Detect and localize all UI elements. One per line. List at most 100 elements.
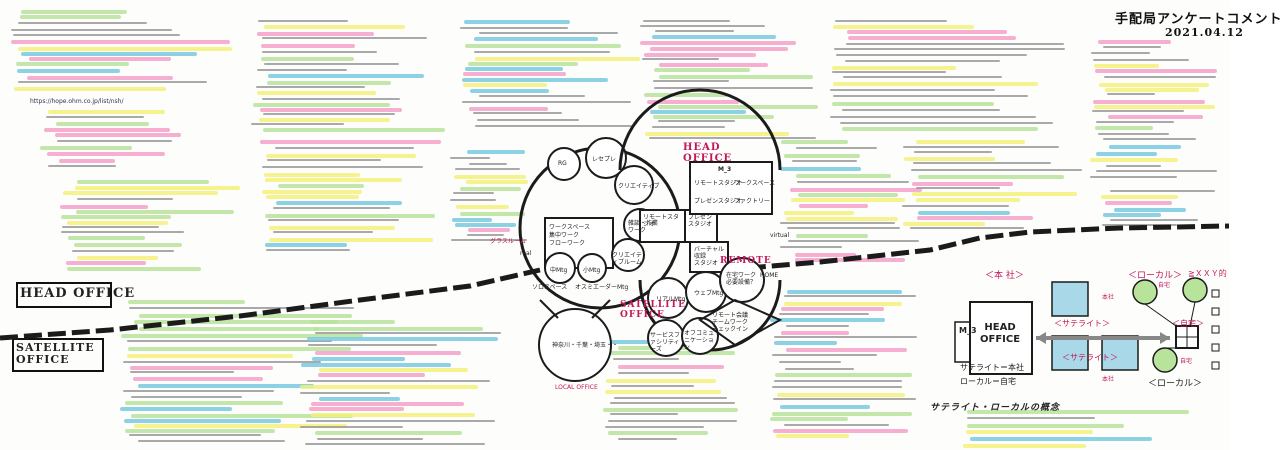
real-label: real: [520, 250, 532, 257]
note-line: [799, 204, 868, 208]
note-line: [120, 407, 232, 411]
note-line: [618, 372, 689, 374]
note-line: [48, 110, 165, 114]
rg-label: RG: [558, 160, 567, 167]
local-top-extra-label: ≧ＸＸＹ的: [1188, 269, 1227, 278]
note-line: [479, 95, 585, 97]
note-line: [1110, 190, 1215, 192]
note-line: [300, 392, 390, 394]
note-line: [774, 336, 917, 338]
note-line: [452, 218, 492, 222]
rg-circle: [547, 147, 581, 181]
head-office-arc: [618, 88, 782, 171]
note-line: [470, 89, 549, 93]
scanned-document: 手配局アンケートコメント 2021.04.12 https://hope.ohm…: [0, 10, 1282, 448]
note-line: [138, 384, 314, 388]
note-line: [833, 95, 1028, 97]
note-line: [911, 169, 1082, 171]
note-line: [772, 386, 902, 388]
note-line: [848, 36, 1016, 40]
note-line: [124, 419, 281, 423]
note-line: [251, 123, 344, 125]
note-line: [1094, 64, 1159, 68]
note-line: [659, 75, 813, 79]
note-line: [970, 437, 1152, 441]
note-line: [465, 44, 621, 48]
note-line: [66, 261, 146, 265]
note-line: [47, 152, 165, 156]
home-diamond: [698, 298, 783, 347]
grass-room-label: グラスルーム: [490, 238, 526, 245]
legend-satellite: サテライト＝本社: [960, 363, 1024, 372]
remote-web-mtg-label: リモート会議 チームワーク チェックイン: [712, 312, 749, 333]
note-line: [845, 60, 1000, 62]
note-line: [133, 377, 263, 381]
virtual-label: virtual: [770, 232, 790, 239]
note-line: [967, 410, 1189, 414]
note-line: [784, 154, 860, 158]
note-line: [21, 10, 127, 14]
note-line: [257, 32, 374, 36]
note-line: [786, 217, 898, 221]
note-line: [779, 313, 869, 315]
note-line: [257, 69, 347, 71]
note-line: [61, 215, 171, 219]
note-line: [14, 87, 166, 91]
note-line: [273, 231, 373, 233]
note-line: [777, 393, 905, 397]
note-line: [268, 219, 399, 221]
web-mtg-label: ウェブMtg: [694, 290, 724, 297]
satellite-mid-label: ＜サテライト＞: [1062, 353, 1118, 362]
note-line: [650, 47, 788, 51]
note-line: [836, 54, 1027, 56]
note-line: [265, 243, 347, 247]
note-line: [16, 62, 129, 66]
note-line: [797, 181, 909, 183]
note-line: [605, 426, 704, 428]
note-line: [640, 41, 796, 45]
note-line: [134, 320, 338, 324]
note-line: [918, 211, 1010, 215]
note-line: [18, 81, 207, 83]
note-line: [784, 302, 902, 306]
note-line: [1110, 219, 1198, 221]
note-line: [63, 191, 218, 195]
note-line: [260, 108, 402, 112]
note-line: [138, 440, 285, 442]
local-top-label: ＜ローカル＞: [1128, 271, 1183, 281]
note-line: [460, 187, 521, 191]
note-line: [312, 357, 405, 361]
note-line: [467, 150, 525, 154]
note-line: [773, 398, 916, 400]
note-line: [830, 116, 1036, 118]
note-line: [1104, 76, 1216, 78]
note-line: [1093, 59, 1189, 61]
note-line: [1106, 165, 1161, 167]
note-line: [264, 173, 360, 177]
note-line: [796, 147, 877, 149]
note-line: [474, 51, 610, 53]
note-line: [1090, 176, 1177, 178]
note-line: [780, 246, 842, 248]
note-line: [300, 385, 478, 389]
local-circle-bottom: [1152, 347, 1178, 373]
remote-arc-label: REMOTE: [720, 256, 772, 266]
note-line: [253, 103, 390, 107]
note-line: [652, 35, 776, 39]
note-line: [786, 348, 907, 352]
note-line: [125, 429, 275, 433]
note-line: [654, 87, 813, 89]
home-work-circle: [719, 257, 765, 303]
honsha-box1-label: 本社: [1102, 294, 1115, 301]
note-line: [774, 380, 902, 382]
satellite-office-arc-label: SATELLITE OFFICE: [620, 300, 686, 320]
note-line: [967, 424, 1124, 428]
note-line: [832, 71, 946, 73]
head-office-frame: [16, 282, 112, 308]
note-line: [610, 402, 735, 404]
note-line: [17, 69, 120, 73]
note-line: [644, 93, 728, 97]
note-line: [127, 340, 332, 342]
note-line: [840, 122, 1053, 124]
note-line: [261, 57, 354, 61]
